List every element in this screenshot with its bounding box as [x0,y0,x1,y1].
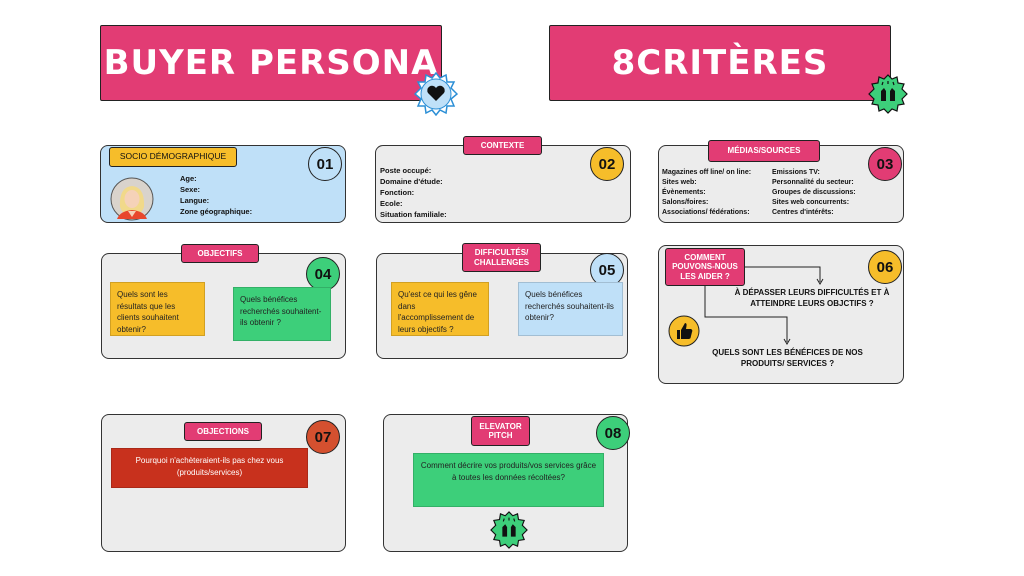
criteres-banner: 8CRITÈRES [549,25,891,101]
buyer-persona-banner: BUYER PERSONA [100,25,442,101]
note-benefices: Quels bénéfices recherchés souhaitent-il… [233,287,331,341]
tag-aider: COMMENT POUVONS-NOUS LES AIDER ? [665,248,745,286]
tag-socio-demographique: SOCIO DÉMOGRAPHIQUE [109,147,237,167]
number-05: 05 [590,253,624,287]
clapping-hands-icon [490,511,528,549]
field-interets: Centres d'intérêts: [772,209,834,216]
number-02: 02 [590,147,624,181]
tag-objections: OBJECTIONS [184,422,262,441]
tag-label: OBJECTIONS [196,426,249,436]
field-fonction: Fonction: [380,188,415,197]
field-situation: Situation familiale: [380,210,447,219]
field-langue: Langue: [180,196,210,205]
tag-medias-sources: MÉDIAS/SOURCES [708,140,820,162]
field-personnalite: Personnalité du secteur: [772,179,854,186]
number-label: 03 [876,155,894,173]
heart-icon [414,72,458,116]
tag-label: DIFFICULTÉS/ CHALLENGES [473,248,530,267]
note-benefices-challenges: Quels bénéfices recherchés souhaitent-il… [518,282,623,336]
number-01: 01 [308,147,342,181]
clapping-hands-icon [868,74,908,114]
tag-label: COMMENT POUVONS-NOUS LES AIDER ? [672,253,738,281]
tag-objectifs: OBJECTIFS [181,244,259,263]
note-objections: Pourquoi n'achèteraient-ils pas chez vou… [111,448,308,488]
number-08: 08 [596,416,630,450]
medias-left-fields: Magazines off line/ on line: Sites web: … [662,168,751,218]
field-emissions: Emissions TV: [772,169,820,176]
tag-label: SOCIO DÉMOGRAPHIQUE [119,151,227,162]
number-label: 02 [598,155,616,173]
thumbs-up-icon [668,315,700,347]
number-07: 07 [306,420,340,454]
field-concurrents: Sites web concurrents: [772,199,850,206]
field-domaine: Domaine d'étude: [380,177,443,186]
medias-right-fields: Emissions TV: Personnalité du secteur: G… [772,168,856,218]
number-label: 04 [314,265,332,283]
note-gene: Qu'est ce qui les gêne dans l'accompliss… [391,282,489,336]
number-label: 05 [598,261,616,279]
question-benefices-produits: QUELS SONT LES BÉNÉFICES DE NOS PRODUITS… [712,348,863,368]
criteres-title: 8CRITÈRES [611,43,829,83]
flow-arrows [704,266,824,345]
number-06: 06 [868,250,902,284]
number-label: 07 [314,428,332,446]
tag-elevator-pitch: ELEVATOR PITCH [471,416,530,446]
number-label: 08 [604,424,622,442]
buyer-persona-title: BUYER PERSONA [103,43,439,83]
field-zone: Zone géographique: [180,207,253,216]
field-evenements: Évènements: [662,189,706,196]
number-label: 01 [316,155,334,173]
field-sexe: Sexe: [180,185,201,194]
avatar [110,177,154,221]
field-poste: Poste occupé: [380,166,432,175]
note-elevator: Comment décrire vos produits/vos service… [413,453,604,507]
field-salons: Salons/foires: [662,199,709,206]
tag-label: ELEVATOR PITCH [479,421,522,440]
socio-fields: Age: Sexe: Langue: Zone géographique: [180,173,252,217]
tag-contexte: CONTEXTE [463,136,542,155]
tag-label: CONTEXTE [480,140,525,150]
tag-label: OBJECTIFS [197,248,243,258]
question-depasser: À DÉPASSER LEURS DIFFICULTÉS ET À ATTEIN… [734,288,890,308]
number-03: 03 [868,147,902,181]
field-associations: Associations/ fédérations: [662,209,750,216]
number-label: 06 [876,258,894,276]
tag-label: MÉDIAS/SOURCES [727,146,801,156]
contexte-fields: Poste occupé: Domaine d'étude: Fonction:… [380,165,447,220]
field-age: Age: [180,174,197,183]
field-magazines: Magazines off line/ on line: [662,169,752,176]
field-groupes: Groupes de discussions: [772,189,856,196]
tag-difficultes: DIFFICULTÉS/ CHALLENGES [462,243,541,272]
field-sites-web: Sites web: [662,179,697,186]
card-contexte [375,145,631,223]
note-resultats: Quels sont les résultats que les clients… [110,282,205,336]
field-ecole: Ecole: [380,199,403,208]
number-04: 04 [306,257,340,291]
